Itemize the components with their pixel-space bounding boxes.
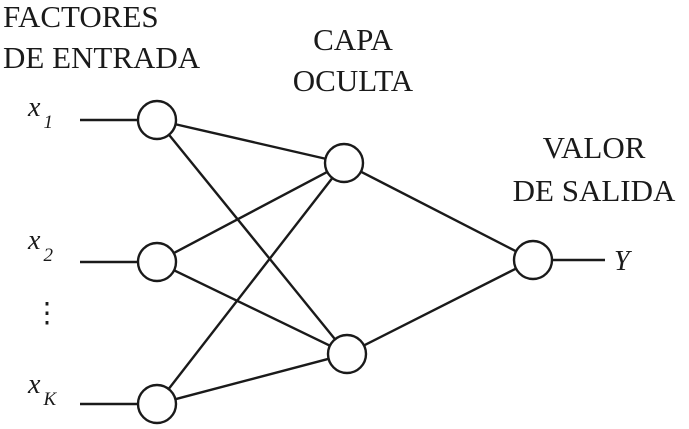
output-header-line1: VALOR <box>543 130 646 165</box>
connections <box>167 123 517 401</box>
input-label-1-base: x <box>27 92 41 123</box>
input-label-k-base: x <box>27 369 41 400</box>
input-label-k-subscript: K <box>42 389 57 410</box>
input-node-1 <box>136 99 178 141</box>
input-label-2-subscript: 2 <box>43 245 53 266</box>
hidden-header-line2: OCULTA <box>293 63 414 98</box>
input-header-line1: FACTORES <box>3 0 159 34</box>
input-header-line2: DE ENTRADA <box>3 40 201 75</box>
edge-hidden-1-to-output <box>360 170 517 253</box>
edge-hidden-2-to-output <box>363 267 517 347</box>
output-label: Y <box>614 246 633 277</box>
hidden-node-1 <box>323 142 365 184</box>
input-node-k <box>136 383 178 425</box>
input-label-2-base: x <box>27 225 41 256</box>
edge-input-2-to-hidden-2 <box>173 269 331 347</box>
edge-input-2-to-hidden-1 <box>173 170 328 255</box>
output-node <box>512 239 554 281</box>
edge-input-1-to-hidden-2 <box>168 133 336 341</box>
hidden-header-line1: CAPA <box>313 22 393 57</box>
output-header-line2: DE SALIDA <box>513 173 676 208</box>
input-label-1-subscript: 1 <box>43 112 53 133</box>
input-ellipsis: ⋮ <box>33 298 61 329</box>
input-node-2 <box>136 241 178 283</box>
hidden-node-2 <box>326 333 368 375</box>
edge-input-1-to-hidden-1 <box>175 123 326 160</box>
edge-input-3-to-hidden-1 <box>167 177 334 390</box>
edge-input-3-to-hidden-2 <box>175 357 329 401</box>
